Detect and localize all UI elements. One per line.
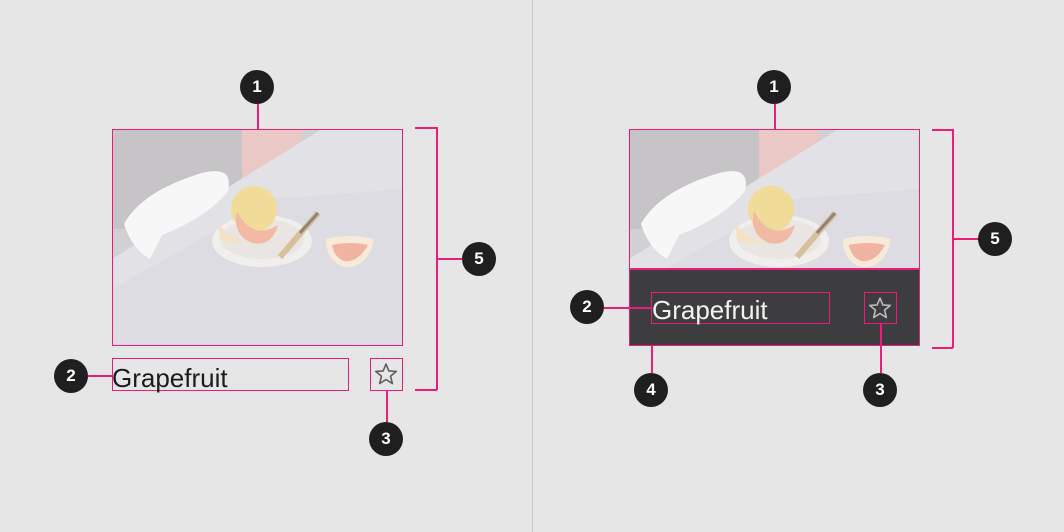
image-annotation-box bbox=[112, 129, 403, 346]
callout-5: 5 bbox=[462, 242, 496, 276]
title-annotation-box bbox=[651, 292, 830, 324]
leader-line-3 bbox=[880, 324, 882, 373]
grapefruit-photo bbox=[629, 129, 920, 269]
leader-line-5 bbox=[953, 238, 979, 240]
card-title: Grapefruit bbox=[112, 363, 228, 393]
panel-divider bbox=[532, 0, 533, 532]
callout-2: 2 bbox=[570, 290, 604, 324]
star-outline-icon[interactable] bbox=[867, 295, 893, 321]
bracket-5-top bbox=[932, 129, 953, 131]
leader-line-1 bbox=[774, 104, 776, 129]
card-image bbox=[112, 129, 403, 346]
callout-3: 3 bbox=[369, 422, 403, 456]
leader-line-2 bbox=[604, 307, 651, 309]
leader-line-5 bbox=[437, 258, 463, 260]
card-image bbox=[629, 129, 920, 269]
leader-line-1 bbox=[257, 104, 259, 129]
leader-line-3 bbox=[386, 391, 388, 422]
callout-2: 2 bbox=[54, 359, 88, 393]
icon-annotation-box bbox=[370, 358, 403, 391]
image-annotation-box bbox=[629, 129, 920, 346]
callout-5: 5 bbox=[978, 222, 1012, 256]
bracket-5-top bbox=[415, 127, 437, 129]
leader-line-2 bbox=[88, 375, 112, 377]
leader-line-4 bbox=[651, 346, 653, 373]
bracket-5-vertical bbox=[952, 129, 954, 348]
callout-1: 1 bbox=[240, 70, 274, 104]
callout-4: 4 bbox=[634, 373, 668, 407]
bracket-5-bottom bbox=[932, 347, 953, 349]
callout-3: 3 bbox=[863, 373, 897, 407]
title-annotation-box bbox=[112, 358, 349, 391]
grapefruit-photo bbox=[112, 129, 403, 346]
bracket-5-vertical bbox=[436, 127, 438, 390]
callout-1: 1 bbox=[757, 70, 791, 104]
icon-annotation-box bbox=[864, 292, 897, 324]
bracket-5-bottom bbox=[415, 389, 437, 391]
star-outline-icon[interactable] bbox=[373, 361, 399, 387]
title-bar-divider bbox=[629, 268, 920, 270]
card-title: Grapefruit bbox=[652, 295, 768, 325]
